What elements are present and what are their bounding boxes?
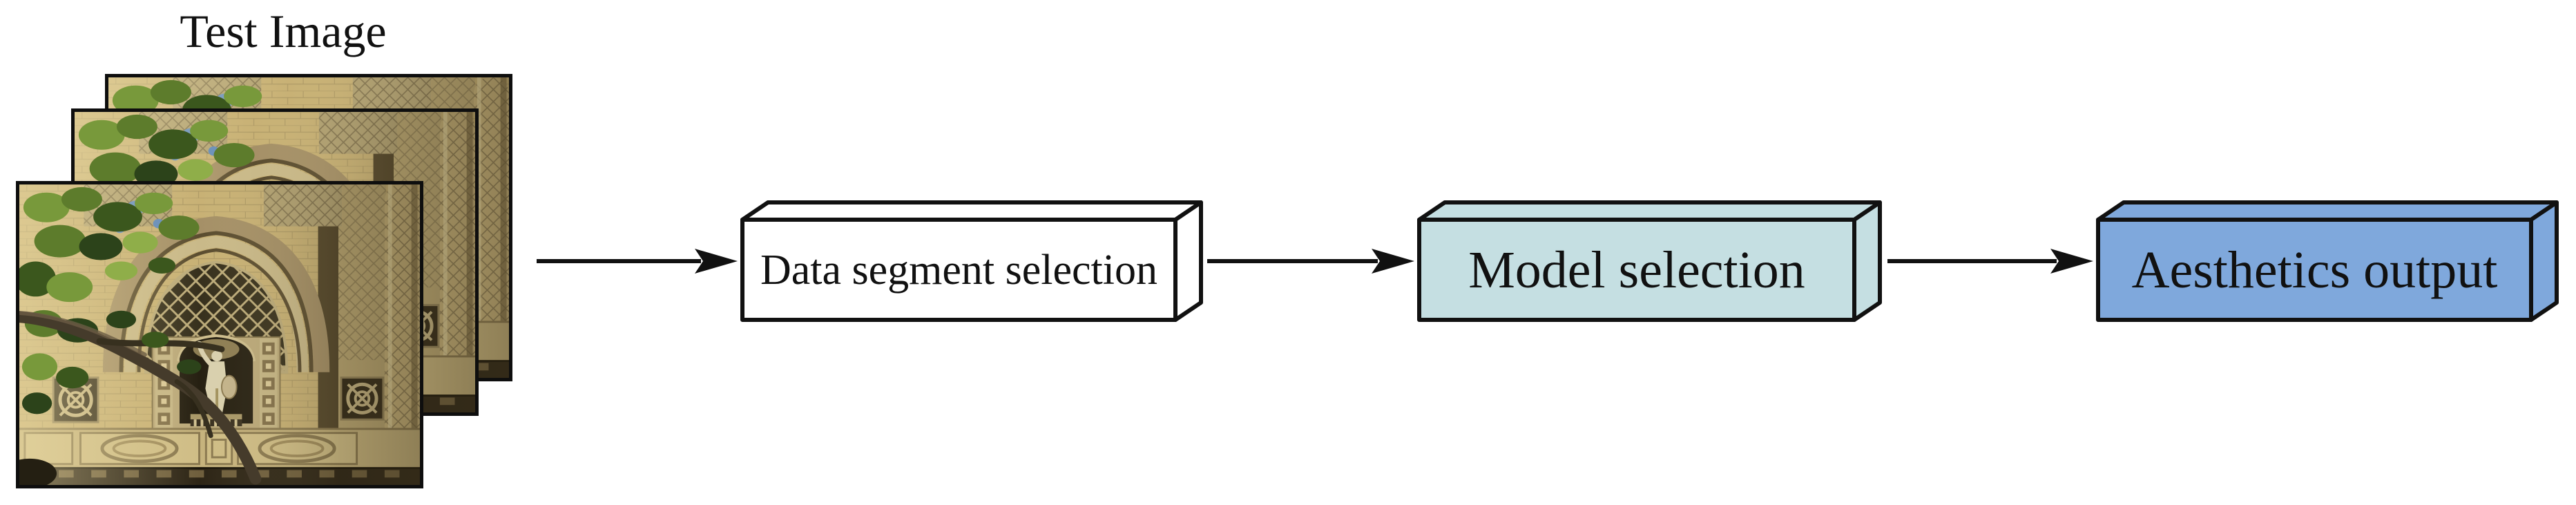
node-data-segment-selection-box [740,200,1203,322]
arrow-image-to-data-segment [537,249,738,274]
cathedral-photo-art [19,184,420,485]
node-model-selection-box [1417,200,1882,322]
arrow-model-to-aesthetics [1887,249,2093,274]
node-label-data-segment-selection: Data segment selection [760,246,1157,294]
arrow-data-segment-to-model [1207,249,1414,274]
node-label-model-selection: Model selection [1468,240,1805,299]
test-image-photo-front [16,181,423,488]
node-label-aesthetics-output: Aesthetics output [2131,240,2498,299]
test-image-label: Test Image [180,5,387,57]
node-aesthetics-output-box [2096,200,2559,322]
